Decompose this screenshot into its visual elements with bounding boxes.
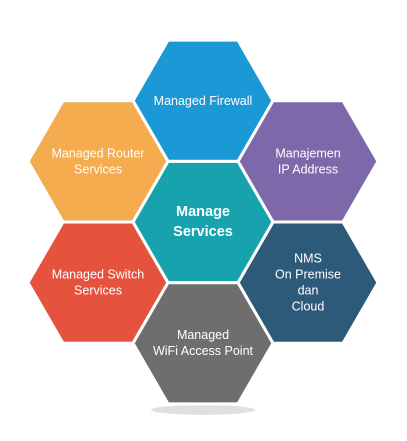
hex-manage-services-shape [131, 159, 275, 285]
hex-managed-switch-services-label-line: Managed Switch [52, 268, 144, 282]
hex-managed-firewall-label-line: Managed Firewall [154, 94, 253, 108]
bottom-hex-shadow [151, 404, 255, 415]
hex-manage-services-label-line: Services [173, 224, 233, 240]
hex-nms-on-premise-dan-cloud-label-line: NMS [294, 252, 322, 266]
hex-nms-on-premise-dan-cloud-label-line: Cloud [292, 300, 325, 314]
hex-manage-services-label-line: Manage [176, 204, 230, 220]
hex-nms-on-premise-dan-cloud-label-line: dan [298, 284, 319, 298]
hex-managed-router-services-label-line: Managed Router [51, 146, 144, 160]
hex-managed-router-services-label-line: Services [74, 162, 122, 176]
hex-nms-on-premise-dan-cloud-label-line: On Premise [275, 268, 341, 282]
hex-managed-wifi-access-point-label-line: Managed [177, 328, 229, 342]
hex-manajemen-ip-address-label-line: Manajemen [275, 146, 340, 160]
hex-manajemen-ip-address-label-line: IP Address [278, 162, 338, 176]
hex-managed-wifi-access-point-label-line: WiFi Access Point [153, 344, 254, 358]
hex-managed-switch-services-label-line: Services [74, 284, 122, 298]
